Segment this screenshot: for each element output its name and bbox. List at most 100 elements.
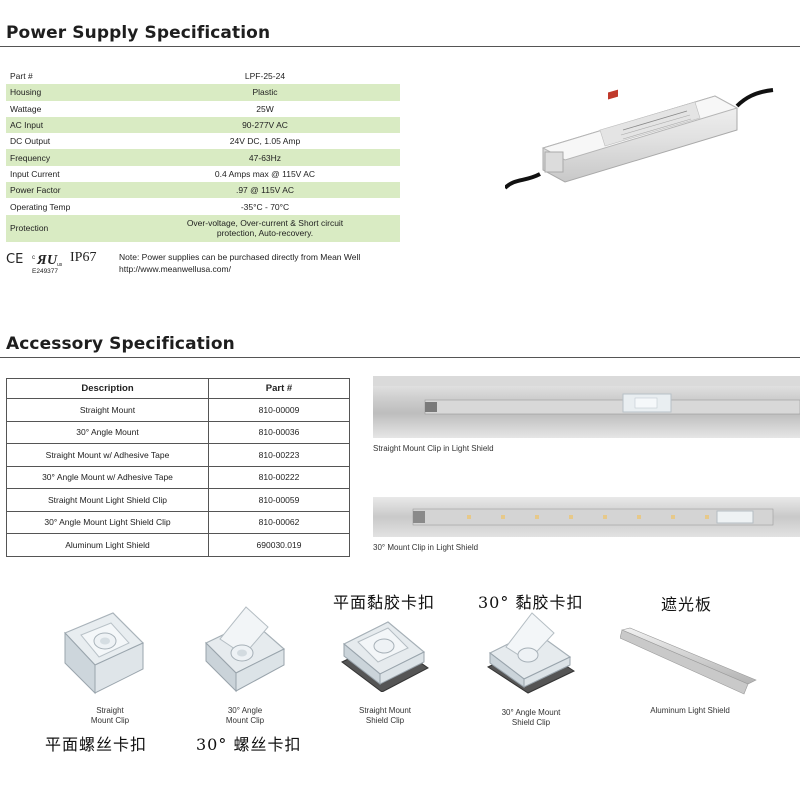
spec-value: LPF-25-24 <box>244 71 286 82</box>
svg-text:U: U <box>47 253 58 268</box>
spec-value: 47-63Hz <box>248 152 282 163</box>
accessory-part-number: 810-00009 <box>208 398 350 422</box>
spec-label: Operating Temp <box>10 201 71 212</box>
product-caption: Straight Mount Shield Clip <box>330 706 440 726</box>
product-label-cn: 平面螺丝卡扣 <box>45 735 148 754</box>
power-note: Note: Power supplies can be purchased di… <box>119 251 360 275</box>
product-caption: 30° Angle Mount Shield Clip <box>476 708 586 728</box>
spec-value: 25W <box>256 103 274 114</box>
header-part-number: Part # <box>208 378 350 399</box>
accessory-section-title: Accessory Specification <box>6 334 235 354</box>
power-supply-image <box>505 88 774 190</box>
product-label-cn: 30° 黏胶卡扣 <box>478 593 584 612</box>
spec-value: -35°C - 70°C <box>240 201 290 212</box>
spec-value: 0.4 Amps max @ 115V AC <box>214 168 316 179</box>
spec-value-line: protection, Auto-recovery. <box>216 228 314 239</box>
accessory-part-number: 690030.019 <box>208 533 350 557</box>
svg-text:Я: Я <box>36 253 47 268</box>
svg-text:us: us <box>57 262 62 268</box>
product-caption: Aluminum Light Shield <box>630 706 750 716</box>
note-line: Note: Power supplies can be purchased di… <box>119 252 361 262</box>
product-caption-line: Mount Clip <box>225 716 265 725</box>
aluminum-light-shield-image <box>620 627 757 695</box>
angle-clip-in-shield-image <box>373 497 800 537</box>
certification-marks: CE c Я U us E249377 IP67 <box>6 250 116 278</box>
accessory-part-number: 810-00059 <box>208 488 350 512</box>
power-spec-table: Part # LPF-25-24 Housing Plastic Wattage 25… <box>6 68 400 242</box>
spec-label: Frequency <box>10 152 51 163</box>
product-caption-line: Shield Clip <box>511 718 551 727</box>
product-caption-line: 30° Angle Mount <box>501 708 561 717</box>
ul-recognized-icon: c Я U us <box>32 253 62 268</box>
header-description: Description <box>6 378 209 399</box>
power-title-rule <box>0 46 800 47</box>
straight-mount-clip-image <box>63 612 145 695</box>
product-caption-line: Mount Clip <box>90 716 130 725</box>
angle-mount-shield-clip-image <box>486 612 576 694</box>
spec-label: Power Factor <box>10 185 61 196</box>
spec-row: Power Factor .97 @ 115V AC <box>6 182 400 199</box>
spec-row: Operating Temp -35°C - 70°C <box>6 198 400 214</box>
spec-row: Frequency 47-63Hz <box>6 149 400 166</box>
product-caption-line: Aluminum Light Shield <box>650 706 730 715</box>
spec-row: Housing Plastic <box>6 84 400 101</box>
spec-row: AC Input 90-277V AC <box>6 116 400 134</box>
spec-label: Housing <box>10 87 42 98</box>
spec-row: Wattage 25W <box>6 101 400 117</box>
product-caption: 30° Angle Mount Clip <box>190 706 300 726</box>
spec-value: 24V DC, 1.05 Amp <box>229 136 301 147</box>
spec-label: DC Output <box>10 136 51 147</box>
accessory-part-number: 810-00036 <box>208 420 350 444</box>
photo-caption-angle-clip: 30° Mount Clip in Light Shield <box>373 543 479 552</box>
accessory-description: Straight Mount Light Shield Clip <box>6 488 209 512</box>
accessory-part-number: 810-00223 <box>208 443 350 467</box>
spec-row: DC Output 24V DC, 1.05 Amp <box>6 133 400 149</box>
product-caption-line: 30° Angle <box>227 706 263 715</box>
spec-row: Part # LPF-25-24 <box>6 68 400 84</box>
straight-clip-in-shield-image <box>373 376 800 438</box>
spec-value: Plastic <box>252 87 278 98</box>
accessory-description: 30° Angle Mount <box>6 420 209 444</box>
product-caption: Straight Mount Clip <box>55 706 165 726</box>
table-header-row: Description Part # <box>6 378 350 399</box>
accessory-title-rule <box>0 357 800 358</box>
spec-label: Wattage <box>10 103 42 114</box>
ce-mark: CE <box>6 252 24 267</box>
spec-label: Protection <box>10 223 49 234</box>
accessory-description: Aluminum Light Shield <box>6 533 209 557</box>
power-section-title: Power Supply Specification <box>6 23 271 43</box>
spec-label: Part # <box>10 71 33 82</box>
product-caption-line: Straight Mount <box>358 706 412 715</box>
note-link[interactable]: http://www.meanwellusa.com/ <box>119 264 231 274</box>
product-label-cn: 30° 螺丝卡扣 <box>196 735 302 754</box>
product-label-cn: 平面黏胶卡扣 <box>333 593 436 612</box>
product-label-cn: 遮光板 <box>661 595 713 614</box>
product-caption-line: Straight <box>96 706 124 715</box>
spec-value-line: Over-voltage, Over-current & Short circu… <box>186 218 344 229</box>
accessory-part-number: 810-00062 <box>208 510 350 534</box>
accessory-part-number: 810-00222 <box>208 465 350 489</box>
accessory-description: 30° Angle Mount Light Shield Clip <box>6 510 209 534</box>
spec-label: Input Current <box>10 168 60 179</box>
ul-file-number: E249377 <box>32 268 59 275</box>
spec-row: Protection Over-voltage, Over-current & S… <box>6 214 400 242</box>
accessory-description: 30° Angle Mount w/ Adhesive Tape <box>6 465 209 489</box>
accessory-description: Straight Mount w/ Adhesive Tape <box>6 443 209 467</box>
svg-text:c: c <box>32 255 35 261</box>
spec-label: AC Input <box>10 120 44 131</box>
angle-mount-clip-image <box>204 606 286 693</box>
spec-value: Over-voltage, Over-current & Short circu… <box>130 218 400 238</box>
straight-mount-shield-clip-image <box>341 621 429 692</box>
spec-value: 90-277V AC <box>242 120 288 131</box>
accessory-description: Straight Mount <box>6 398 209 422</box>
ip67-mark: IP67 <box>70 250 97 265</box>
spec-value: .97 @ 115V AC <box>235 185 295 196</box>
